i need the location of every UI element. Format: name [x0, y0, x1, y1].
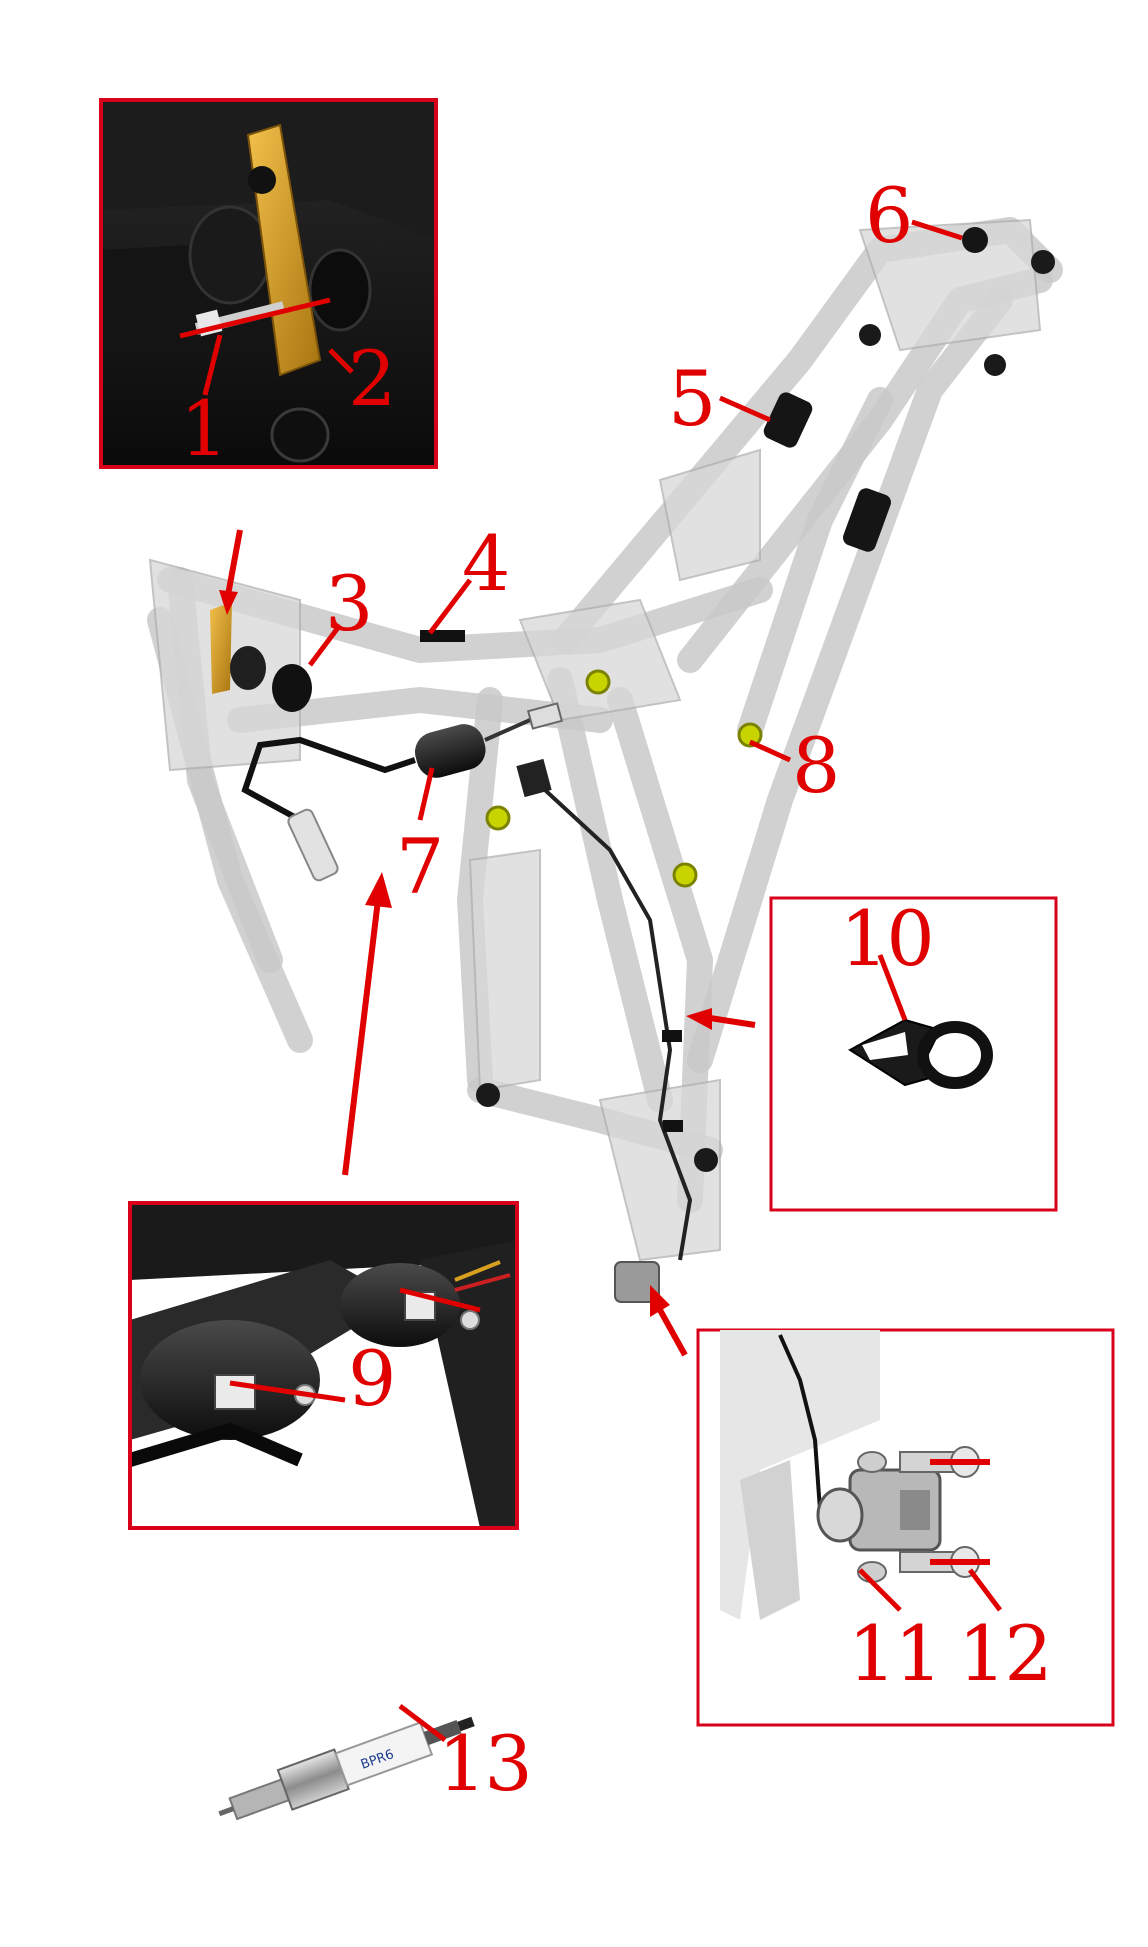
sleeve-part-5 [763, 392, 813, 448]
gold-bracket [210, 602, 232, 694]
grommet-part-8a [585, 669, 611, 695]
sleeve-part-5b [843, 488, 891, 552]
leader-lines [179, 219, 1002, 1742]
callout-7: 7 [396, 822, 444, 911]
ignition-coil-part-7 [414, 724, 486, 778]
inset-wire-clip-detail [769, 896, 1058, 1212]
pickup-sensor [614, 1261, 660, 1303]
grommet-part-3a [230, 646, 266, 690]
callout-3: 3 [325, 559, 373, 648]
inset-coil-mount-detail [127, 1201, 519, 1530]
bumper-part-6 [962, 227, 988, 253]
wire-clip [662, 1030, 682, 1042]
callout-13: 13 [438, 1719, 531, 1808]
callout-9: 9 [348, 1334, 396, 1423]
callout-10: 10 [840, 894, 933, 983]
ht-lead [241, 736, 416, 823]
frame-parts [210, 227, 988, 1303]
callout-8: 8 [792, 721, 840, 810]
callout-labels: 1 2 3 4 5 6 7 8 9 10 11 12 13 [180, 171, 1053, 1808]
strap-part-4 [420, 630, 465, 642]
grommet-part-8c [485, 805, 511, 831]
callout-12: 12 [958, 1609, 1051, 1698]
callout-2: 2 [348, 334, 396, 423]
callout-5: 5 [668, 354, 716, 443]
motorcycle-frame [147, 217, 1063, 1262]
plug-cap [287, 808, 339, 882]
coil-connector [526, 702, 564, 730]
callout-4: 4 [462, 519, 510, 608]
inset-sensor-detail [696, 1328, 1115, 1727]
grommet-part-8b [737, 722, 763, 748]
inset-bracket-detail [99, 98, 438, 469]
callout-1: 1 [180, 384, 228, 473]
callout-6: 6 [865, 171, 913, 260]
grommet-part-3b [272, 664, 312, 712]
sensor-connector [516, 758, 552, 798]
grommet-part-8d [672, 862, 698, 888]
sensor-wire [543, 788, 693, 1261]
callout-11: 11 [848, 1609, 941, 1698]
spark-plug-part-13: BPR6 [218, 1716, 475, 1821]
wire-clip-b [663, 1120, 683, 1132]
